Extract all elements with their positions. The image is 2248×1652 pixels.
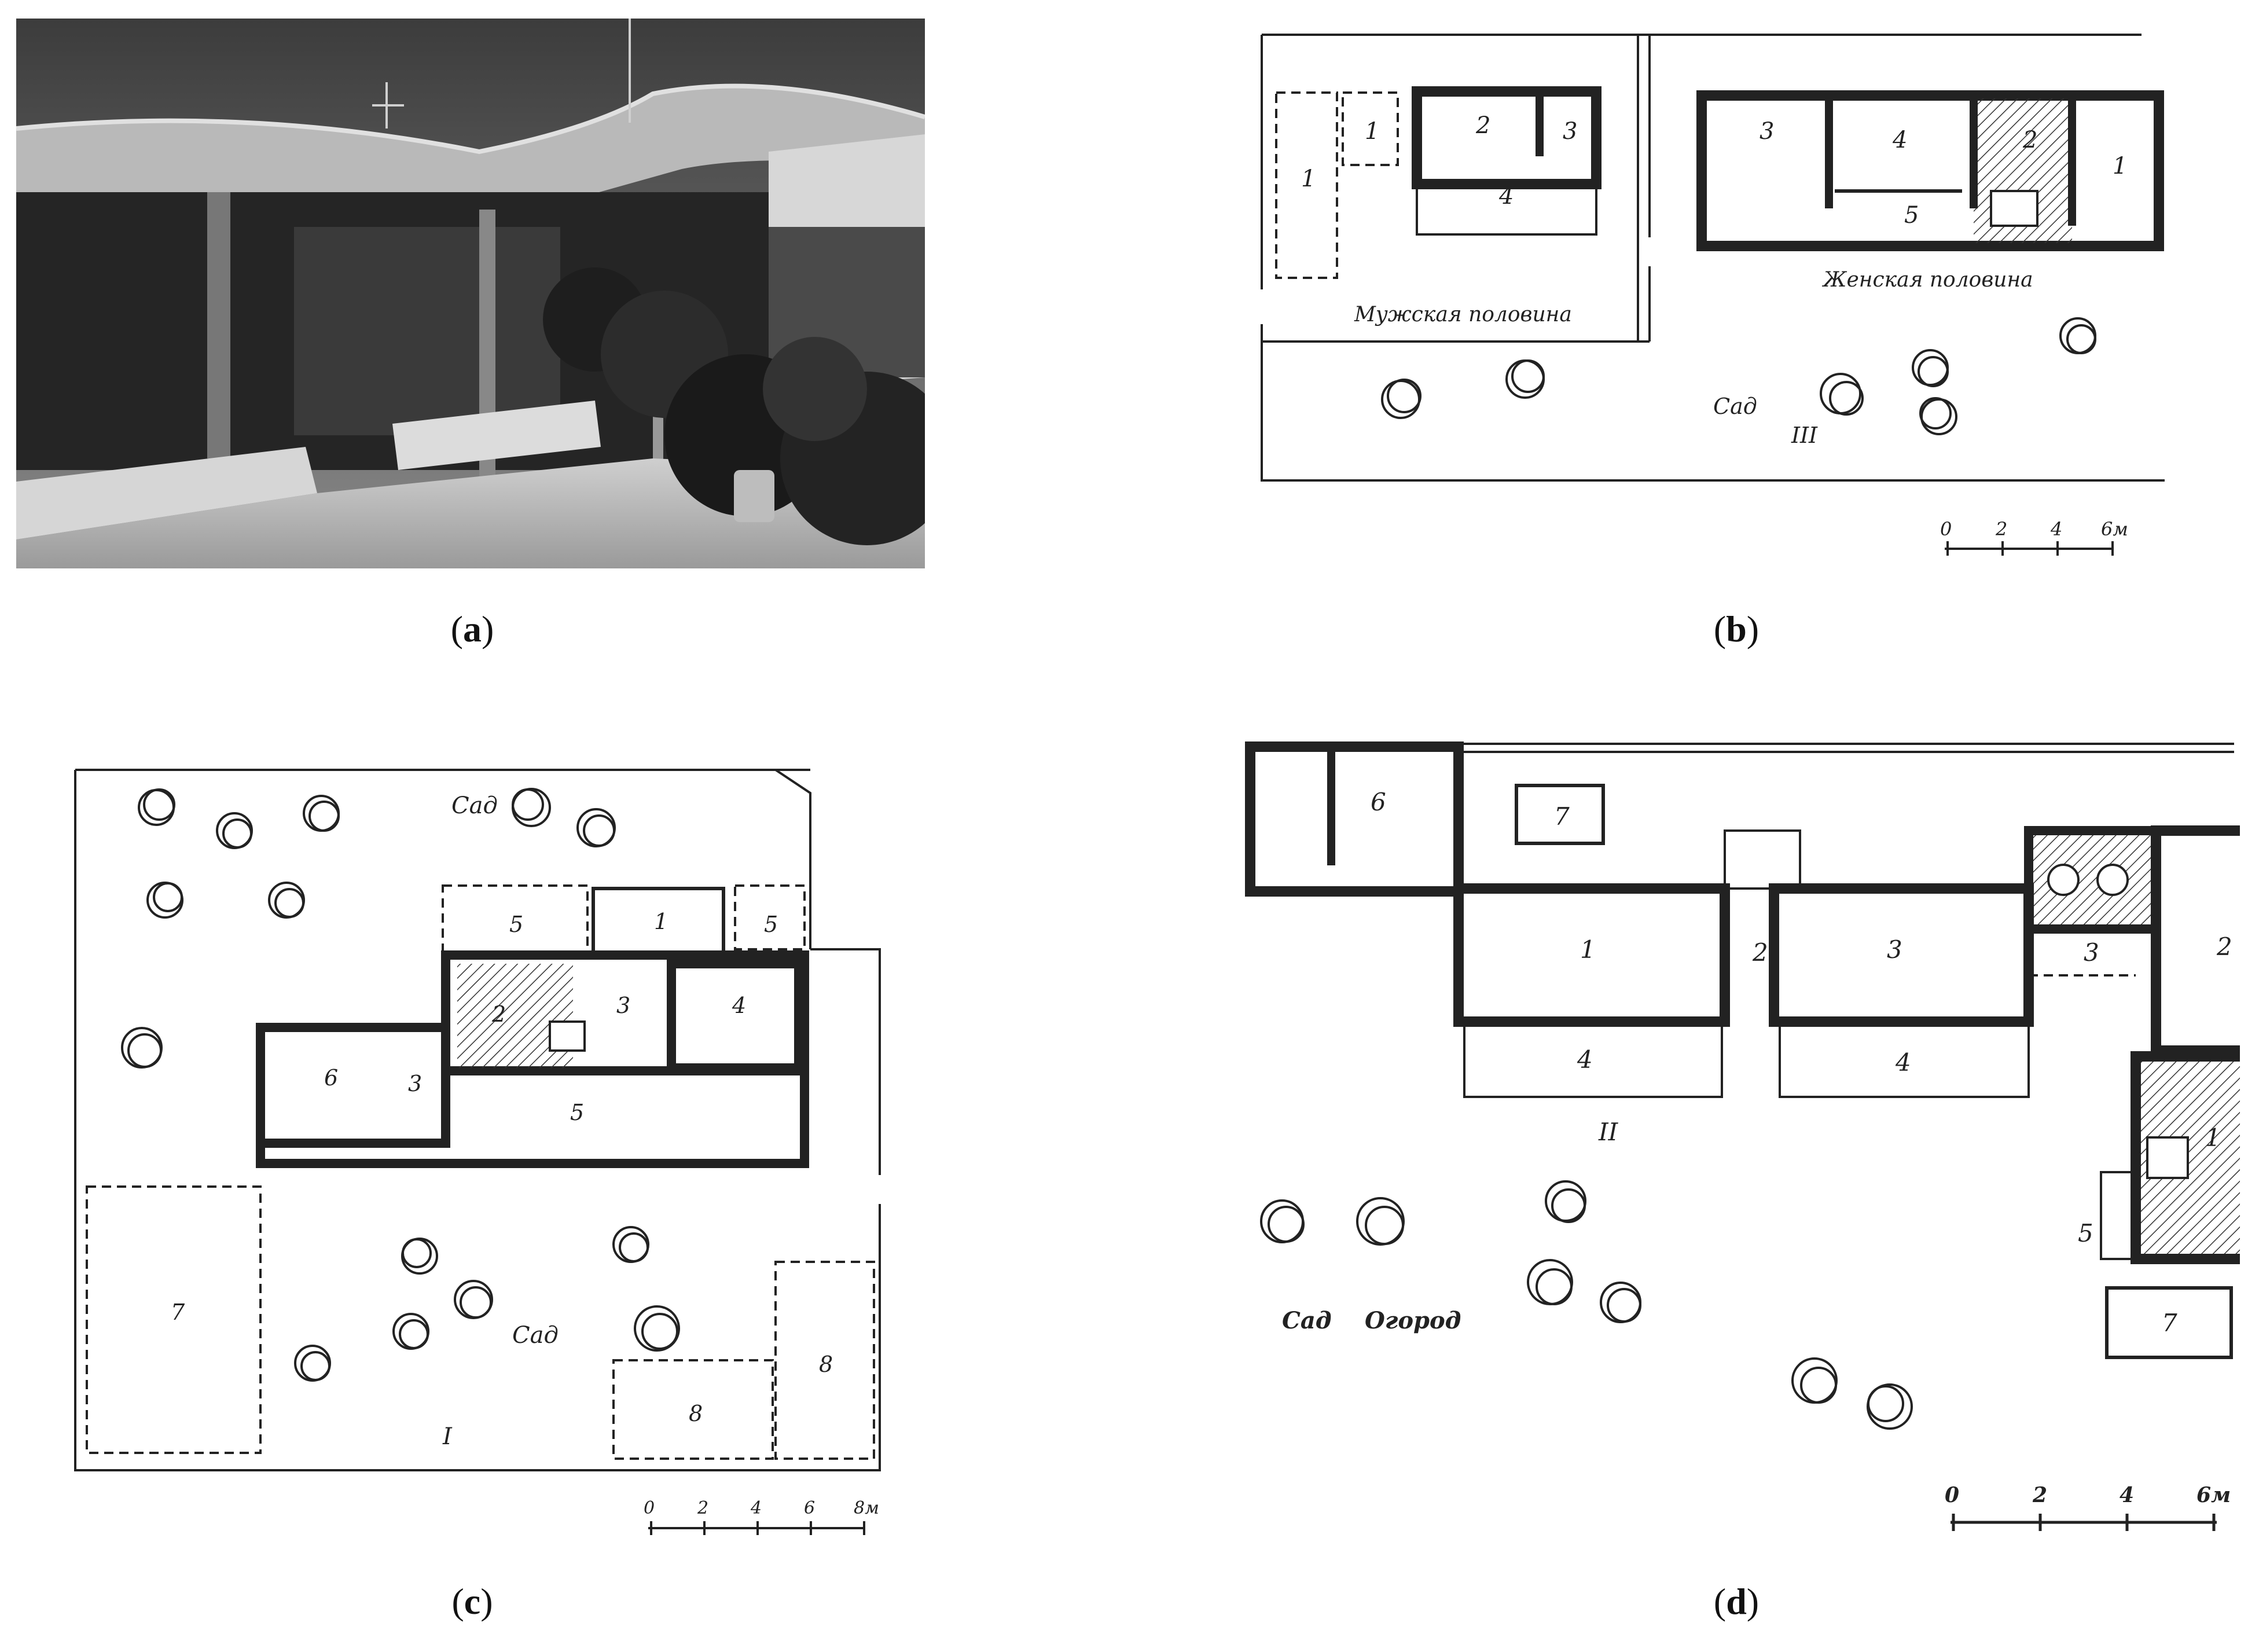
plan-c-room-label: 8 xyxy=(689,1401,703,1426)
plan-b-scale-label: 6м xyxy=(2101,518,2128,540)
plan-d-scale-label: 6м xyxy=(2196,1483,2231,1507)
panel-c-plan: Сад Сад I 5 1 5 2 3 4 6 3 5 7 8 8 0 2 4 … xyxy=(58,758,938,1551)
plan-c-room-label: 7 xyxy=(171,1299,185,1325)
plan-d-room-label: 6 xyxy=(1371,788,1386,816)
plan-c-room-label: 2 xyxy=(491,1001,506,1027)
plan-d-room-label: 4 xyxy=(1577,1045,1593,1074)
plan-d-room-label: 1 xyxy=(1580,935,1596,964)
plan-b-men-half-label: Мужская половина xyxy=(1354,303,1572,326)
plan-c-room-label: 5 xyxy=(509,912,523,937)
plan-c-room-label: 8 xyxy=(819,1352,833,1377)
plan-c-scale-label: 2 xyxy=(697,1498,708,1518)
plan-c-garden-top-label: Сад xyxy=(451,792,498,819)
plan-d-room-label: 3 xyxy=(2084,938,2099,967)
plan-d-scale-label: 2 xyxy=(2032,1483,2047,1507)
plan-b-scale-label: 4 xyxy=(2050,518,2062,540)
caption-c: (c) xyxy=(451,1581,493,1622)
plan-c-room-label: 5 xyxy=(570,1100,584,1125)
plan-b-scale-label: 2 xyxy=(1995,518,2007,540)
plan-d-room-label: 4 xyxy=(1895,1048,1911,1077)
plan-c-room-label: 4 xyxy=(732,993,746,1018)
plan-c-room-label: 5 xyxy=(764,912,778,937)
plan-b-room-label: 1 xyxy=(1365,118,1379,145)
caption-d-letter: d xyxy=(1726,1581,1747,1622)
caption-b-letter: b xyxy=(1726,608,1747,649)
plan-b-drawing: 1 1 2 3 4 3 4 2 1 5 Мужская половина Жен… xyxy=(1261,34,2165,556)
panel-b-plan: 1 1 2 3 4 3 4 2 1 5 Мужская половина Жен… xyxy=(1250,17,2234,567)
plan-d-room-label: 7 xyxy=(2162,1309,2177,1337)
plan-b-room-label: 5 xyxy=(1904,202,1919,229)
plan-b-room-label: 1 xyxy=(1301,166,1316,192)
plan-c-drawing: Сад Сад I 5 1 5 2 3 4 6 3 5 7 8 8 0 2 4 … xyxy=(74,769,881,1535)
caption-a: (a) xyxy=(450,608,494,649)
plan-d-room-label: 1 xyxy=(2205,1124,2221,1152)
plan-c-scale-label: 8м xyxy=(854,1498,879,1518)
plan-b-room-label: 4 xyxy=(1892,127,1907,153)
plan-d-drawing: 6 7 1 2 3 3 2 4 4 1 5 7 II I Сад Огород … xyxy=(1245,741,2240,1531)
plan-d-room-label: 2 xyxy=(1752,938,1768,967)
plan-d-scale-label: 0 xyxy=(1945,1483,1959,1507)
plan-b-room-label: 3 xyxy=(1563,118,1577,145)
plan-c-court-label: I xyxy=(442,1423,453,1450)
caption-d: (d) xyxy=(1713,1581,1760,1622)
plan-d-room-label: 2 xyxy=(2216,933,2232,961)
plan-c-scale-label: 0 xyxy=(644,1498,655,1518)
plan-c-room-label: 1 xyxy=(654,909,668,934)
plan-d-room-label: 7 xyxy=(1554,802,1570,831)
plan-b-room-label: 2 xyxy=(1475,112,1490,139)
plan-d-court-ii-label: II xyxy=(1598,1118,1619,1146)
caption-b: (b) xyxy=(1713,608,1760,649)
plan-c-room-label: 3 xyxy=(408,1071,422,1096)
plan-c-scale-label: 6 xyxy=(804,1498,815,1518)
plan-b-room-label: 3 xyxy=(1760,118,1774,145)
caption-a-letter: a xyxy=(463,608,482,649)
plan-c-room-label: 6 xyxy=(324,1065,338,1091)
panel-d-plan: 6 7 1 2 3 3 2 4 4 1 5 7 II I Сад Огород … xyxy=(1233,732,2240,1554)
plan-d-vegetable-garden-label: Огород xyxy=(1365,1307,1461,1334)
plan-b-room-label: 4 xyxy=(1498,183,1514,210)
house-photograph xyxy=(16,19,925,568)
plan-b-room-label: 1 xyxy=(2113,153,2127,179)
plan-b-room-label: 2 xyxy=(2022,127,2037,153)
panel-a-photo xyxy=(16,19,925,568)
plan-c-garden-bottom-label: Сад xyxy=(512,1322,559,1349)
plan-d-room-label: 5 xyxy=(2078,1219,2093,1247)
plan-b-scale-label: 0 xyxy=(1940,518,1952,540)
plan-c-scale-label: 4 xyxy=(750,1498,762,1518)
plan-d-room-label: 3 xyxy=(1887,935,1902,964)
plan-b-women-half-label: Женская половина xyxy=(1821,268,2033,292)
caption-c-letter: c xyxy=(464,1581,481,1622)
plan-d-garden-label: Сад xyxy=(1282,1307,1332,1334)
plan-b-garden-label: Сад xyxy=(1713,394,1757,419)
plan-d-scale-label: 4 xyxy=(2120,1483,2134,1507)
plan-c-room-label: 3 xyxy=(616,993,630,1018)
plan-b-court-label: III xyxy=(1791,423,1818,448)
